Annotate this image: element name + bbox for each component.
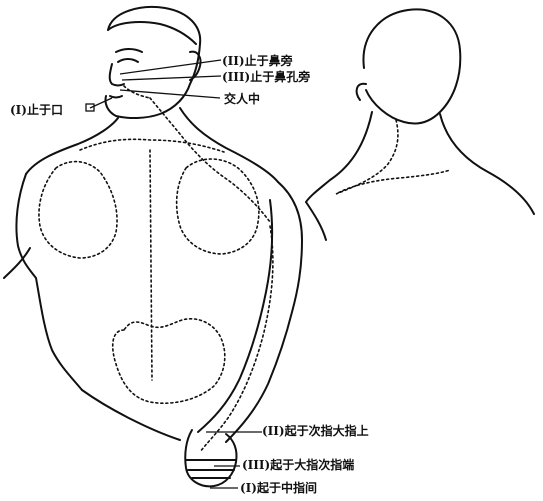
nose	[110, 64, 124, 86]
label-middle-finger: (I)起于中指间	[240, 481, 317, 495]
lung-left	[39, 162, 117, 258]
back-neck-right	[440, 114, 534, 214]
pointer-nostril	[122, 76, 221, 80]
colon	[113, 319, 225, 403]
label-thumb-finger-tip: (III)起于大指次指端	[242, 458, 354, 472]
mouth	[110, 96, 122, 98]
pointer-mouth	[90, 98, 112, 108]
eye	[118, 59, 138, 62]
label-mouth: (I)止于口	[10, 103, 63, 117]
arm-meridian	[200, 226, 273, 452]
fingers	[186, 460, 236, 478]
pointer-nose-side	[120, 60, 221, 74]
label-index-finger: (II)起于次指大指上	[262, 424, 369, 438]
eyebrow	[116, 49, 142, 52]
front-hair	[108, 22, 196, 44]
torso-left	[16, 174, 82, 390]
meridian-neck-down	[150, 98, 270, 222]
clavicle	[80, 139, 224, 152]
left-ear	[190, 52, 201, 80]
midline	[150, 150, 152, 380]
back-neck-left	[306, 112, 372, 202]
back-shoulder	[306, 202, 326, 240]
pointer-philtrum	[120, 90, 220, 98]
neck-left	[26, 118, 118, 174]
torso-lower	[82, 390, 180, 440]
label-nose-side: (II)止于鼻旁	[222, 54, 293, 68]
label-philtrum: 交人中	[224, 92, 260, 106]
back-head	[363, 9, 460, 123]
label-nostril: (III)止于鼻孔旁	[222, 70, 310, 84]
back-ear	[357, 84, 366, 100]
